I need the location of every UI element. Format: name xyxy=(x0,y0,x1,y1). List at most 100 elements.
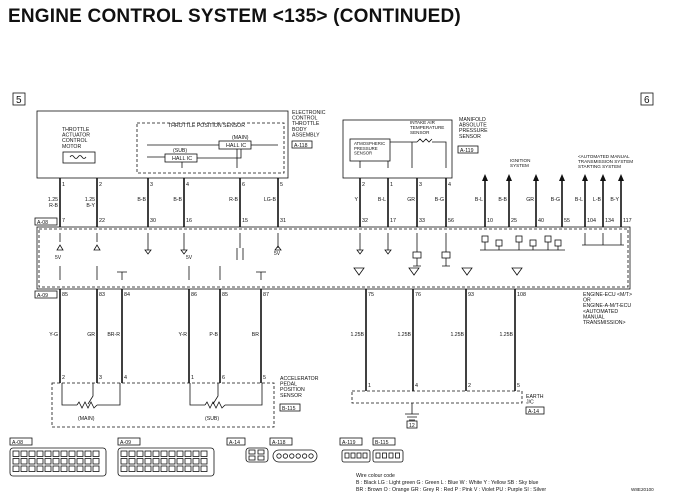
accel-main-label: (MAIN) xyxy=(78,416,95,422)
ecu-5v-c: 5V xyxy=(274,251,281,257)
tps-main-label: (MAIN) xyxy=(232,135,249,141)
ground-number: 12 xyxy=(409,423,415,429)
ecu-pin-acc5: 87 xyxy=(263,292,269,298)
legend-a118-tag xyxy=(269,437,293,446)
ecu-5v-b: 5V xyxy=(186,255,193,261)
wire-colour-line1: B : Black LG : Light green G : Green L :… xyxy=(356,480,539,486)
wire-amt1-arrow xyxy=(582,174,588,181)
color-map1: B-L xyxy=(378,197,386,203)
ecu-inner-outline xyxy=(38,228,629,288)
ecu-pin-amt3: 117 xyxy=(623,218,632,224)
pin-map2: 2 xyxy=(362,182,365,188)
page-marker-left: 5 xyxy=(16,95,22,106)
motor-coil-icon xyxy=(69,155,87,159)
ecu-pin-acc6: 85 xyxy=(222,292,228,298)
throttle-motor-symbol xyxy=(62,151,96,164)
pin-acc2: 2 xyxy=(62,375,65,381)
ecu-pin-tps3: 30 xyxy=(150,218,156,224)
legend-a09-tag xyxy=(117,437,141,446)
color-gnd4: 1.25B xyxy=(397,332,411,338)
color-ign1: B-L xyxy=(475,197,483,203)
accelerator-sensor-outline xyxy=(51,382,275,428)
color-tps5: LG-B xyxy=(264,197,277,203)
wire-amt3-arrow xyxy=(618,174,624,181)
color-acc3: GR xyxy=(87,332,95,338)
ecu-pin-map3: 33 xyxy=(419,218,425,224)
legend-a14-tag xyxy=(226,437,246,446)
pin-acc1: 1 xyxy=(191,375,194,381)
throttle-body-outline xyxy=(36,110,289,179)
ecu-pin-map2: 32 xyxy=(362,218,368,224)
ecu-pin-motor2: 22 xyxy=(99,218,105,224)
connector-a09-face xyxy=(117,447,215,477)
color-ign3: GR xyxy=(526,197,534,203)
ecu-outline xyxy=(36,226,631,290)
legend-a09: A-09 xyxy=(120,440,131,446)
pin-map1: 1 xyxy=(390,182,393,188)
color-ign4: B-G xyxy=(551,197,560,203)
color-gnd5: 1.25B xyxy=(499,332,513,338)
ecu-pin-acc3: 83 xyxy=(99,292,105,298)
earth-code: A-14 xyxy=(528,409,539,415)
wire-amt2-arrow xyxy=(600,174,606,181)
color-acc2: Y-G xyxy=(49,332,58,338)
color-map4: B-G xyxy=(435,197,444,203)
tps-outline xyxy=(136,122,285,174)
map-code: A-119 xyxy=(460,148,474,154)
color-map2: Y xyxy=(355,197,359,203)
ground-number-box xyxy=(406,420,418,429)
throttle-body-code-box xyxy=(291,140,313,149)
connector-a08: A-08 xyxy=(37,220,48,226)
pin-tps4: 4 xyxy=(186,182,189,188)
color-tps6: R-B xyxy=(229,197,238,203)
pin-acc5: 5 xyxy=(263,375,266,381)
connector-a09: A-09 xyxy=(37,293,48,299)
page-marker-left-box xyxy=(12,92,26,106)
ecu-pin-tps5: 31 xyxy=(280,218,286,224)
color-tps4: B-B xyxy=(173,197,182,203)
connector-a118-face xyxy=(272,449,318,463)
hall-ic-sub-label: HALL IC xyxy=(172,156,192,162)
pin-gnd1: 1 xyxy=(368,383,371,389)
connector-a119-face xyxy=(341,449,371,463)
accel-sub-label: (SUB) xyxy=(205,416,219,422)
color-acc5: BR xyxy=(252,332,259,338)
throttle-body-code: A-118 xyxy=(294,143,308,149)
ecu-pin-gnd2: 93 xyxy=(468,292,474,298)
color-gnd1: 1.25B xyxy=(350,332,364,338)
pin-acc6: 6 xyxy=(222,375,225,381)
pin-tps5: 5 xyxy=(280,182,283,188)
ecu-pin-amt2: 134 xyxy=(605,218,614,224)
ecu-pin-map4: 56 xyxy=(448,218,454,224)
ecu-pin-gnd1: 75 xyxy=(368,292,374,298)
wire-ign2-arrow xyxy=(506,174,512,181)
ground-symbol-icon xyxy=(405,403,419,421)
accelerator-sub-resistor xyxy=(189,383,263,409)
pin-acc3: 3 xyxy=(99,375,102,381)
pin-tps3: 3 xyxy=(150,182,153,188)
pin-map4: 4 xyxy=(448,182,451,188)
tps-internal-wiring xyxy=(147,144,278,168)
connector-b115-face xyxy=(372,449,404,463)
connector-pin-grid xyxy=(12,449,400,472)
connector-a08-face xyxy=(9,447,107,477)
ecu-pin-motor1: 7 xyxy=(62,218,65,224)
ecu-pin-gnd5: 108 xyxy=(517,292,526,298)
pin-gnd5: 5 xyxy=(517,383,520,389)
thermistor-icon xyxy=(416,138,433,143)
legend-b115-tag xyxy=(372,437,396,446)
ecu-pin-gnd4: 76 xyxy=(415,292,421,298)
ecu-pin-acc1: 86 xyxy=(191,292,197,298)
hall-ic-main-label: HALL IC xyxy=(226,143,246,149)
